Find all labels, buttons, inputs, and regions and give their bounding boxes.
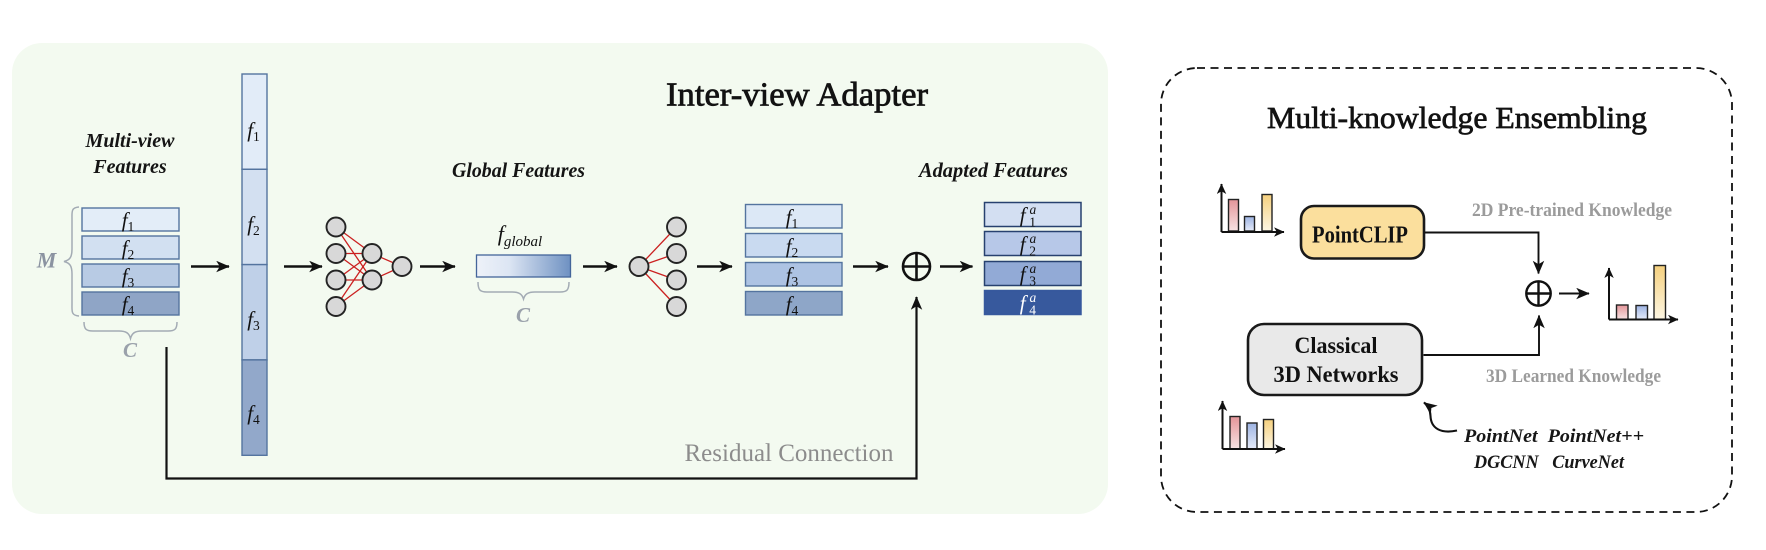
svg-text:Multi-knowledge Ensembling: Multi-knowledge Ensembling (1267, 100, 1647, 135)
svg-text:PointCLIP: PointCLIP (1312, 223, 1408, 249)
svg-text:DGCNN CurveNet: DGCNN CurveNet (1473, 452, 1625, 473)
svg-text:Adapted Features: Adapted Features (917, 158, 1068, 182)
svg-text:3D Learned Knowledge: 3D Learned Knowledge (1486, 366, 1661, 387)
svg-text:Global Features: Global Features (452, 158, 585, 182)
svg-text:Residual Connection: Residual Connection (685, 440, 894, 467)
svg-text:Multi-view: Multi-view (85, 130, 176, 152)
svg-text:Classical: Classical (1295, 333, 1378, 358)
svg-text:C: C (123, 338, 138, 362)
svg-text:Features: Features (92, 156, 167, 178)
svg-text:M: M (36, 248, 58, 273)
svg-text:3D Networks: 3D Networks (1274, 362, 1399, 387)
svg-text:PointNet PointNet++: PointNet PointNet++ (1463, 426, 1644, 447)
svg-text:C: C (516, 303, 531, 327)
svg-text:Inter-view Adapter: Inter-view Adapter (666, 77, 929, 114)
svg-text:2D Pre-trained Knowledge: 2D Pre-trained Knowledge (1472, 200, 1672, 221)
